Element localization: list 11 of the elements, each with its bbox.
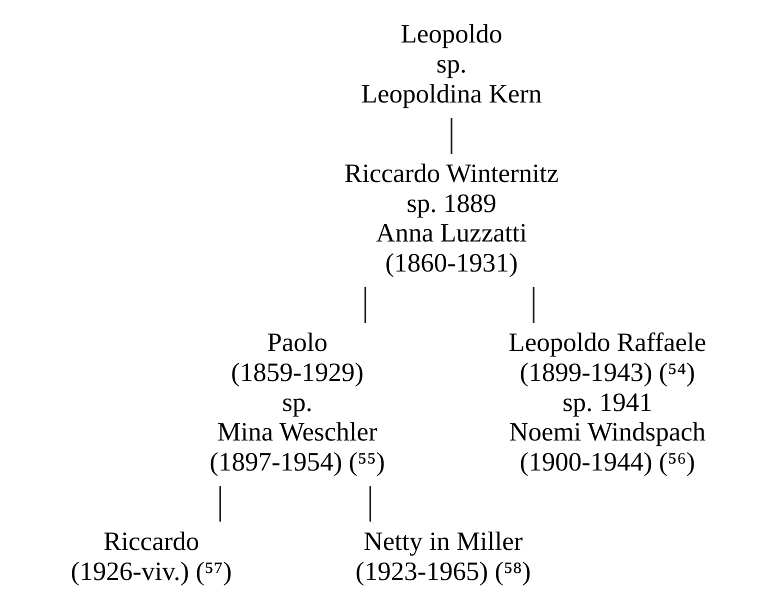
connector bbox=[450, 118, 452, 154]
node-text: Paolo (1859-1929) sp. Mina Weschler (1897-1954) (⁵⁵) bbox=[209, 327, 384, 477]
node-text: Netty in Miller (1923-1965) (⁵⁸) bbox=[355, 526, 530, 586]
connector bbox=[218, 486, 220, 522]
node-text: Leopoldo sp. Leopoldina Kern bbox=[360, 18, 542, 108]
connector bbox=[532, 286, 534, 324]
connector bbox=[368, 486, 371, 522]
connector bbox=[364, 286, 366, 324]
node-text: Leopoldo Raffaele (1899-1943) (⁵⁴) sp. 1941 Noemi Windspach (1900-1944) (⁵⁶) bbox=[508, 327, 706, 477]
node-text: Riccardo (1926-viv.) (⁵⁷) bbox=[70, 526, 232, 586]
node-text: Riccardo Winternitz sp. 1889 Anna Luzzatti (1860-1931) bbox=[344, 158, 558, 278]
